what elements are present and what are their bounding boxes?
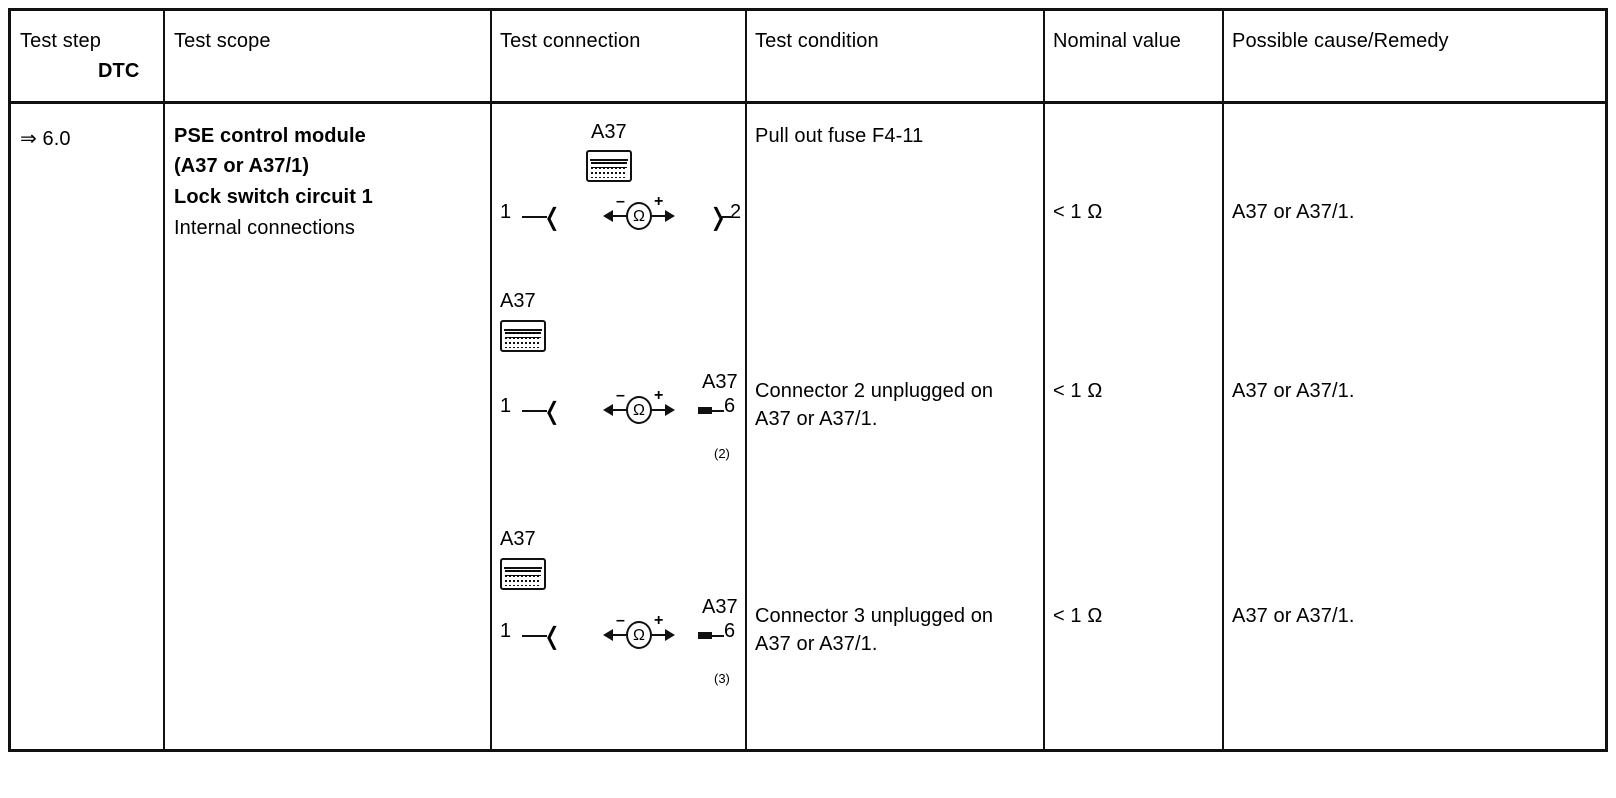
test-scope-line-2: (A37 or A37/1) xyxy=(174,155,310,177)
meter-left-wire xyxy=(612,634,630,636)
right-plug-block xyxy=(698,407,712,414)
left-wire xyxy=(522,635,547,637)
possible-cause-1: A37 or A37/1. xyxy=(1232,201,1355,223)
left-socket-icon: ❬ xyxy=(542,623,563,650)
right-pin-number: 6 xyxy=(724,395,736,417)
meter-left-wire xyxy=(612,409,630,411)
left-socket-icon: ❬ xyxy=(542,204,563,231)
connector-label-a37: A37 xyxy=(591,121,627,143)
header-test-condition: Test condition xyxy=(755,30,879,52)
header-dtc: DTC xyxy=(98,60,140,82)
test-scope-line-1: PSE control module xyxy=(174,125,366,147)
possible-cause-3: A37 or A37/1. xyxy=(1232,605,1355,627)
test-condition-2-line-2: A37 or A37/1. xyxy=(755,408,878,430)
column-divider-2 xyxy=(490,8,492,752)
header-test-step: Test step xyxy=(20,30,101,52)
right-socket-icon: ❬ xyxy=(708,204,729,231)
header-test-scope: Test scope xyxy=(174,30,271,52)
ohm-glyph: Ω xyxy=(633,208,645,225)
meter-minus-sign: – xyxy=(616,193,625,210)
connector-socket-icon xyxy=(500,558,546,590)
meter-plus-sign: + xyxy=(654,612,664,629)
right-connector-label: A37 xyxy=(702,371,738,393)
meter-positive-arrow xyxy=(665,629,675,641)
ohm-glyph: Ω xyxy=(633,402,645,419)
right-pin-note: (2) xyxy=(714,446,730,461)
right-pin-number: 6 xyxy=(724,620,736,642)
right-wire xyxy=(712,635,724,637)
meter-minus-sign: – xyxy=(616,612,625,629)
table-right-border xyxy=(1605,8,1608,752)
header-separator-line xyxy=(8,101,1608,104)
nominal-value-1: < 1 Ω xyxy=(1053,201,1103,223)
meter-right-wire xyxy=(651,215,669,217)
header-nominal-value: Nominal value xyxy=(1053,30,1182,52)
test-condition-3-line-2: A37 or A37/1. xyxy=(755,633,878,655)
meter-positive-arrow xyxy=(665,404,675,416)
meter-plus-sign: + xyxy=(654,193,664,210)
meter-negative-arrow xyxy=(603,629,613,641)
test-scope-line-4: Internal connections xyxy=(174,217,356,239)
connector-socket-icon xyxy=(586,150,632,182)
meter-plus-sign: + xyxy=(654,387,664,404)
test-condition-3-line-1: Connector 3 unplugged on xyxy=(755,605,994,627)
test-scope-line-3: Lock switch circuit 1 xyxy=(174,186,373,208)
left-socket-icon: ❬ xyxy=(542,398,563,425)
test-condition-1-line-1: Pull out fuse F4-11 xyxy=(755,125,924,147)
table-top-border xyxy=(8,8,1608,11)
right-connector-label: A37 xyxy=(702,596,738,618)
header-possible-cause: Possible cause/Remedy xyxy=(1232,30,1449,52)
diagnostic-table: Test step DTC Test scope Test connection… xyxy=(8,8,1608,752)
column-divider-3 xyxy=(745,8,747,752)
meter-right-wire xyxy=(651,634,669,636)
nominal-value-3: < 1 Ω xyxy=(1053,605,1103,627)
right-plug-block xyxy=(698,632,712,639)
connector-header-bar xyxy=(504,562,542,569)
left-pin-number: 1 xyxy=(500,620,512,642)
left-pin-number: 1 xyxy=(500,201,512,223)
header-test-connection: Test connection xyxy=(500,30,641,52)
meter-negative-arrow xyxy=(603,404,613,416)
connector-pin-grid xyxy=(591,162,627,178)
meter-positive-arrow xyxy=(665,210,675,222)
left-wire xyxy=(522,216,547,218)
ohmmeter-symbol: Ω xyxy=(626,396,652,424)
connector-header-bar xyxy=(590,154,628,161)
ohmmeter-symbol: Ω xyxy=(626,202,652,230)
connector-socket-icon xyxy=(500,320,546,352)
right-wire xyxy=(712,410,724,412)
meter-minus-sign: – xyxy=(616,387,625,404)
connector-pin-grid xyxy=(505,570,541,586)
meter-right-wire xyxy=(651,409,669,411)
column-divider-5 xyxy=(1222,8,1224,752)
meter-left-wire xyxy=(612,215,630,217)
nominal-value-2: < 1 Ω xyxy=(1053,380,1103,402)
left-pin-number: 1 xyxy=(500,395,512,417)
connector-label-a37: A37 xyxy=(500,290,536,312)
column-divider-1 xyxy=(163,8,165,752)
connector-pin-grid xyxy=(505,332,541,348)
possible-cause-2: A37 or A37/1. xyxy=(1232,380,1355,402)
test-step-value: ⇒ 6.0 xyxy=(20,128,71,150)
column-divider-4 xyxy=(1043,8,1045,752)
connector-header-bar xyxy=(504,324,542,331)
right-pin-note: (3) xyxy=(714,671,730,686)
table-left-border xyxy=(8,8,11,752)
connector-label-a37: A37 xyxy=(500,528,536,550)
right-pin-number: 2 xyxy=(730,201,742,223)
test-condition-2-line-1: Connector 2 unplugged on xyxy=(755,380,994,402)
table-bottom-border xyxy=(8,749,1608,752)
ohmmeter-symbol: Ω xyxy=(626,621,652,649)
right-wire xyxy=(719,216,731,218)
meter-negative-arrow xyxy=(603,210,613,222)
ohm-glyph: Ω xyxy=(633,627,645,644)
left-wire xyxy=(522,410,547,412)
